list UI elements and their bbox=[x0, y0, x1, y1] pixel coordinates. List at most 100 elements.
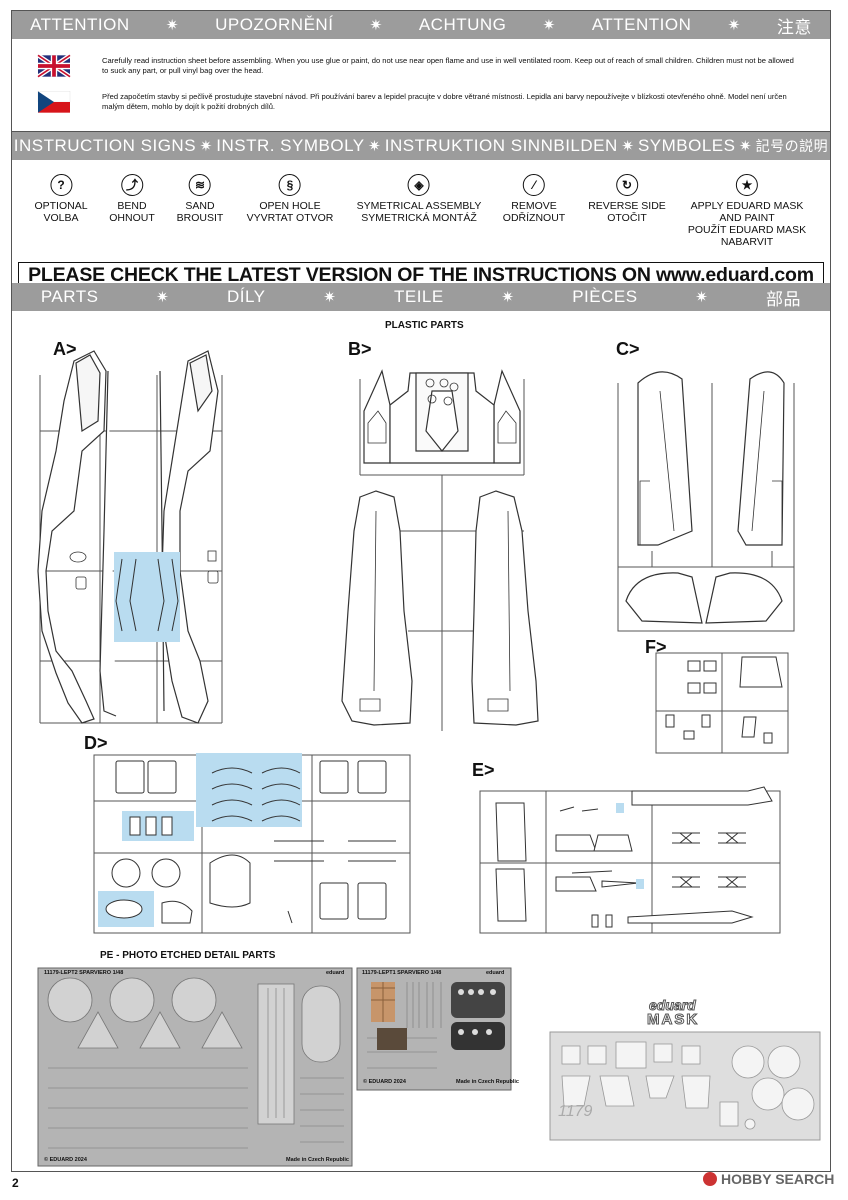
parts-bar: PARTS ✷ DÍLY ✷ TEILE ✷ PIÈCES ✷ 部品 bbox=[12, 283, 830, 311]
star-icon: ✷ bbox=[165, 17, 179, 34]
question-icon: ? bbox=[49, 174, 72, 196]
sign-optional: ? OPTIONAL VOLBA bbox=[34, 174, 88, 224]
signs-cz: INSTR. SYMBOLY bbox=[216, 136, 365, 155]
mask-sheet bbox=[549, 1031, 821, 1141]
star-icon: ✷ bbox=[323, 289, 337, 306]
symmetric-icon: ◈ bbox=[408, 174, 430, 196]
warning-en: Carefully read instruction sheet before … bbox=[102, 56, 794, 75]
sprue-e-drawing bbox=[479, 786, 781, 934]
sprue-b-drawing bbox=[341, 369, 539, 731]
sprue-a-drawing bbox=[37, 350, 223, 724]
pe-fret-1 bbox=[37, 967, 353, 1167]
sign-label: REMOVE bbox=[511, 200, 557, 212]
parts-de: TEILE bbox=[393, 287, 444, 306]
attention-en: ATTENTION bbox=[30, 15, 130, 34]
reverse-icon: ↻ bbox=[615, 174, 638, 196]
sign-label: SAND bbox=[185, 200, 215, 212]
pe-fret-2-copyright: © EDUARD 2024 bbox=[363, 1079, 406, 1085]
page-number: 2 bbox=[12, 1176, 19, 1190]
signs-en: INSTRUCTION SIGNS bbox=[13, 136, 197, 155]
sign-label: OPTIONAL bbox=[34, 200, 88, 212]
pe-title: PE - PHOTO ETCHED DETAIL PARTS bbox=[100, 950, 276, 961]
pe-fret-1-made: Made in Czech Republic bbox=[286, 1157, 349, 1163]
sprue-c-drawing bbox=[617, 371, 795, 632]
sign-label: ODŘÍZNOUT bbox=[502, 212, 566, 224]
sprue-d-drawing bbox=[93, 753, 411, 934]
pe-fret-1-brand: eduard bbox=[326, 970, 345, 976]
parts-cz: DÍLY bbox=[226, 287, 266, 306]
pe-fret-1-copyright: © EDUARD 2024 bbox=[44, 1157, 87, 1163]
attention-fr: ATTENTION bbox=[591, 15, 692, 34]
signs-jp: 記号の説明 bbox=[755, 138, 829, 154]
signs-legend: ? OPTIONAL VOLBA ⤴ BEND OHNOUT ≋ SAND BR… bbox=[12, 174, 830, 258]
sprue-a-label: A> bbox=[53, 339, 77, 359]
mask-icon: ★ bbox=[736, 174, 758, 196]
pe-fret-2-brand: eduard bbox=[486, 970, 505, 976]
warning-cz-row: Před započetím stavby si pečlivě prostud… bbox=[37, 91, 802, 113]
warning-cz: Před započetím stavby si pečlivě prostud… bbox=[102, 92, 787, 111]
attention-cz: UPOZORNĚNÍ bbox=[215, 15, 334, 34]
sign-mask: ★ APPLY EDUARD MASK AND PAINT POUŽÍT EDU… bbox=[688, 174, 806, 248]
mask-label: MASK bbox=[646, 1011, 700, 1029]
attention-jp: 注意 bbox=[776, 17, 812, 37]
watermark: HOBBY SEARCH bbox=[703, 1171, 834, 1187]
mask-number: 1179 bbox=[558, 1103, 593, 1120]
star-icon: ✷ bbox=[156, 289, 170, 306]
sign-bend: ⤴ BEND OHNOUT bbox=[109, 174, 155, 224]
sign-open-hole: § OPEN HOLE VYVRTAT OTVOR bbox=[246, 174, 334, 224]
mask-brand: eduard bbox=[649, 997, 697, 1014]
sign-label: APPLY EDUARD MASK bbox=[690, 200, 804, 212]
sign-symmetric: ◈ SYMETRICAL ASSEMBLY SYMETRICKÁ MONTÁŽ bbox=[356, 174, 482, 224]
sign-label: SYMETRICAL ASSEMBLY bbox=[356, 200, 482, 212]
pe-fret-2 bbox=[356, 967, 512, 1091]
sign-label: POUŽÍT EDUARD MASK bbox=[687, 224, 807, 236]
sprue-f-label: F> bbox=[645, 637, 667, 657]
star-icon: ✷ bbox=[199, 138, 213, 155]
sprue-e-label: E> bbox=[472, 760, 495, 780]
sign-sand: ≋ SAND BROUSIT bbox=[177, 174, 223, 224]
sign-label: VOLBA bbox=[43, 212, 79, 224]
signs-de: INSTRUKTION SINNBILDEN bbox=[384, 136, 618, 155]
sprue-b-label: B> bbox=[348, 339, 372, 359]
attention-bar: ATTENTION ✷ UPOZORNĚNÍ ✷ ACHTUNG ✷ ATTEN… bbox=[12, 11, 830, 39]
sign-label: SYMETRICKÁ MONTÁŽ bbox=[361, 212, 477, 224]
parts-fr: PIÈCES bbox=[572, 287, 638, 306]
plastic-parts-title: PLASTIC PARTS bbox=[385, 320, 464, 331]
sign-label: BEND bbox=[117, 200, 147, 212]
sign-label: REVERSE SIDE bbox=[588, 200, 666, 212]
sprue-f-drawing bbox=[655, 652, 789, 754]
sign-label: OHNOUT bbox=[109, 212, 155, 224]
instruction-page: ATTENTION ✷ UPOZORNĚNÍ ✷ ACHTUNG ✷ ATTEN… bbox=[11, 10, 831, 1172]
star-icon: ✷ bbox=[368, 138, 382, 155]
star-icon: ✷ bbox=[542, 17, 556, 34]
sign-label: NABARVIT bbox=[720, 236, 774, 248]
sign-label: AND PAINT bbox=[719, 212, 775, 224]
sand-icon: ≋ bbox=[188, 174, 211, 196]
sprue-c-label: C> bbox=[616, 339, 640, 359]
sign-reverse: ↻ REVERSE SIDE OTOČIT bbox=[588, 174, 666, 224]
signs-fr: SYMBOLES bbox=[637, 136, 736, 155]
star-icon: ✷ bbox=[739, 138, 753, 155]
drill-icon: § bbox=[279, 174, 301, 196]
attention-de: ACHTUNG bbox=[418, 15, 507, 34]
pe-fret-2-made: Made in Czech Republic bbox=[456, 1079, 519, 1085]
cut-icon: ⁄ bbox=[522, 174, 545, 196]
pe-fret-1-code: 11179-LEPT2 SPARVIERO 1/48 bbox=[44, 970, 124, 976]
sign-remove: ⁄ REMOVE ODŘÍZNOUT bbox=[503, 174, 565, 224]
warning-en-row: Carefully read instruction sheet before … bbox=[36, 53, 802, 79]
star-icon: ✷ bbox=[695, 289, 709, 306]
sign-label: OPEN HOLE bbox=[259, 200, 321, 212]
sprue-d-label: D> bbox=[84, 733, 108, 753]
parts-jp: 部品 bbox=[766, 289, 802, 309]
uk-flag-icon bbox=[36, 53, 72, 79]
star-icon: ✷ bbox=[621, 138, 635, 155]
signs-bar: INSTRUCTION SIGNS ✷ INSTR. SYMBOLY ✷ INS… bbox=[12, 132, 830, 160]
sign-label: OTOČIT bbox=[607, 212, 647, 224]
star-icon: ✷ bbox=[727, 17, 741, 34]
pe-fret-2-code: 11179-LEPT1 SPARVIERO 1/48 bbox=[362, 970, 442, 976]
cz-flag-icon bbox=[37, 91, 71, 113]
bend-icon: ⤴ bbox=[121, 174, 143, 196]
sign-label: VYVRTAT OTVOR bbox=[246, 212, 334, 224]
star-icon: ✷ bbox=[369, 17, 383, 34]
star-icon: ✷ bbox=[501, 289, 515, 306]
